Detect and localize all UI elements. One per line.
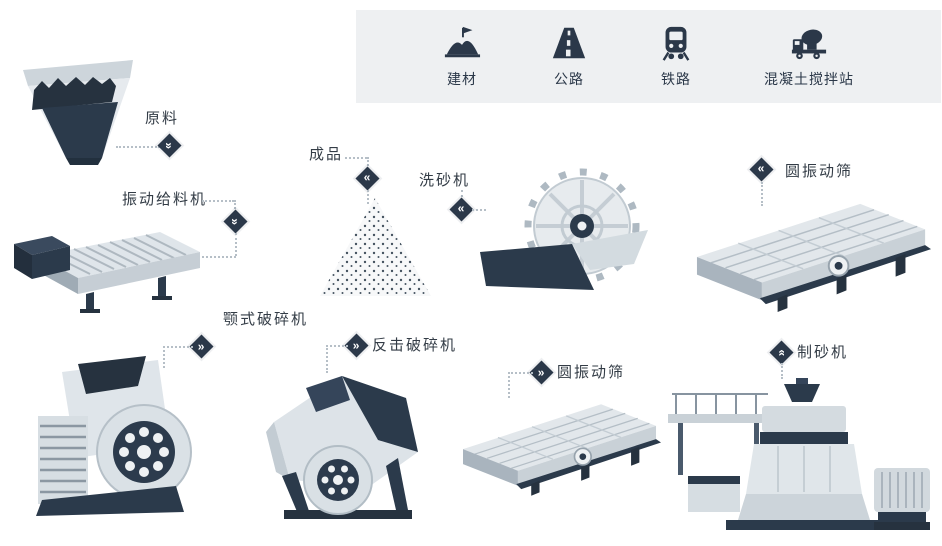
marker-sand-washer: » <box>449 197 474 222</box>
connector-line <box>235 233 237 256</box>
marker-vibrating-screen-bottom: » <box>529 360 554 385</box>
label-vibrating-feeder: 振动给料机 <box>122 191 208 208</box>
marker-impact-crusher: » <box>344 333 369 358</box>
connector-line <box>508 372 510 398</box>
chevron-icon: » <box>774 349 789 356</box>
marker-vibrating-feeder: » <box>223 209 248 234</box>
connector-line <box>367 190 369 204</box>
label-vibrating-screen-bottom: 圆振动筛 <box>557 364 626 381</box>
connector-line <box>345 157 367 159</box>
legend-label: 铁路 <box>661 71 691 87</box>
connector-line <box>761 182 763 206</box>
finished-product-pile-illustration <box>320 198 431 296</box>
label-vibrating-screen-top: 圆振动筛 <box>785 163 854 180</box>
legend-item-highway: 公路 <box>550 24 588 89</box>
connector-line <box>234 200 236 213</box>
connector-line <box>472 209 486 211</box>
marker-finished-product: » <box>355 166 380 191</box>
legend-item-concrete-mixing-station: 混凝土搅拌站 <box>764 24 854 89</box>
connector-line <box>508 372 533 374</box>
raw-material-hopper-illustration <box>23 60 133 165</box>
connector-line <box>163 346 165 368</box>
legend-label: 公路 <box>554 71 584 87</box>
label-sand-maker: 制砂机 <box>797 344 849 361</box>
concrete-mixing-station-icon <box>791 29 827 60</box>
application-legend-bar: 建材 公路 铁路 <box>356 10 941 103</box>
building-materials-icon <box>444 26 481 58</box>
chevron-icon: » <box>162 142 177 149</box>
vibrating-screen-illustration <box>696 203 932 313</box>
connector-line <box>116 146 160 148</box>
jaw-crusher-illustration <box>36 356 192 516</box>
chevron-icon: » <box>228 218 243 225</box>
vibrating-feeder-illustration <box>14 232 200 313</box>
marker-vibrating-screen-top: » <box>749 157 774 182</box>
connector-line <box>781 363 783 379</box>
vibrating-screen-illustration <box>462 404 662 496</box>
label-impact-crusher: 反击破碎机 <box>372 337 458 354</box>
railway-icon <box>662 26 690 61</box>
chevron-icon: » <box>758 162 765 177</box>
label-finished-product: 成品 <box>309 146 344 163</box>
connector-line <box>461 190 463 201</box>
chevron-icon: » <box>458 202 465 217</box>
connector-line <box>367 157 369 170</box>
impact-crusher-illustration <box>266 376 418 519</box>
connector-line <box>326 345 348 347</box>
marker-sand-maker: » <box>769 340 794 365</box>
chevron-icon: » <box>364 171 371 186</box>
connector-line <box>326 345 328 373</box>
label-jaw-crusher: 颚式破碎机 <box>223 311 309 328</box>
marker-raw-material: » <box>157 133 182 158</box>
sand-maker-illustration <box>668 378 930 530</box>
connector-line <box>163 346 193 348</box>
chevron-icon: » <box>198 339 205 354</box>
chevron-icon: » <box>353 338 360 353</box>
connector-line <box>202 200 234 202</box>
connector-line <box>198 256 236 258</box>
legend-label: 混凝土搅拌站 <box>764 71 854 87</box>
chevron-icon: » <box>538 365 545 380</box>
sand-washer-illustration <box>480 168 648 290</box>
label-raw-material: 原料 <box>145 110 180 127</box>
legend-label: 建材 <box>447 71 477 87</box>
legend-item-railway: 铁路 <box>657 24 695 89</box>
legend-item-building-materials: 建材 <box>443 24 481 89</box>
highway-icon <box>552 27 586 59</box>
label-sand-washer: 洗砂机 <box>419 172 471 189</box>
